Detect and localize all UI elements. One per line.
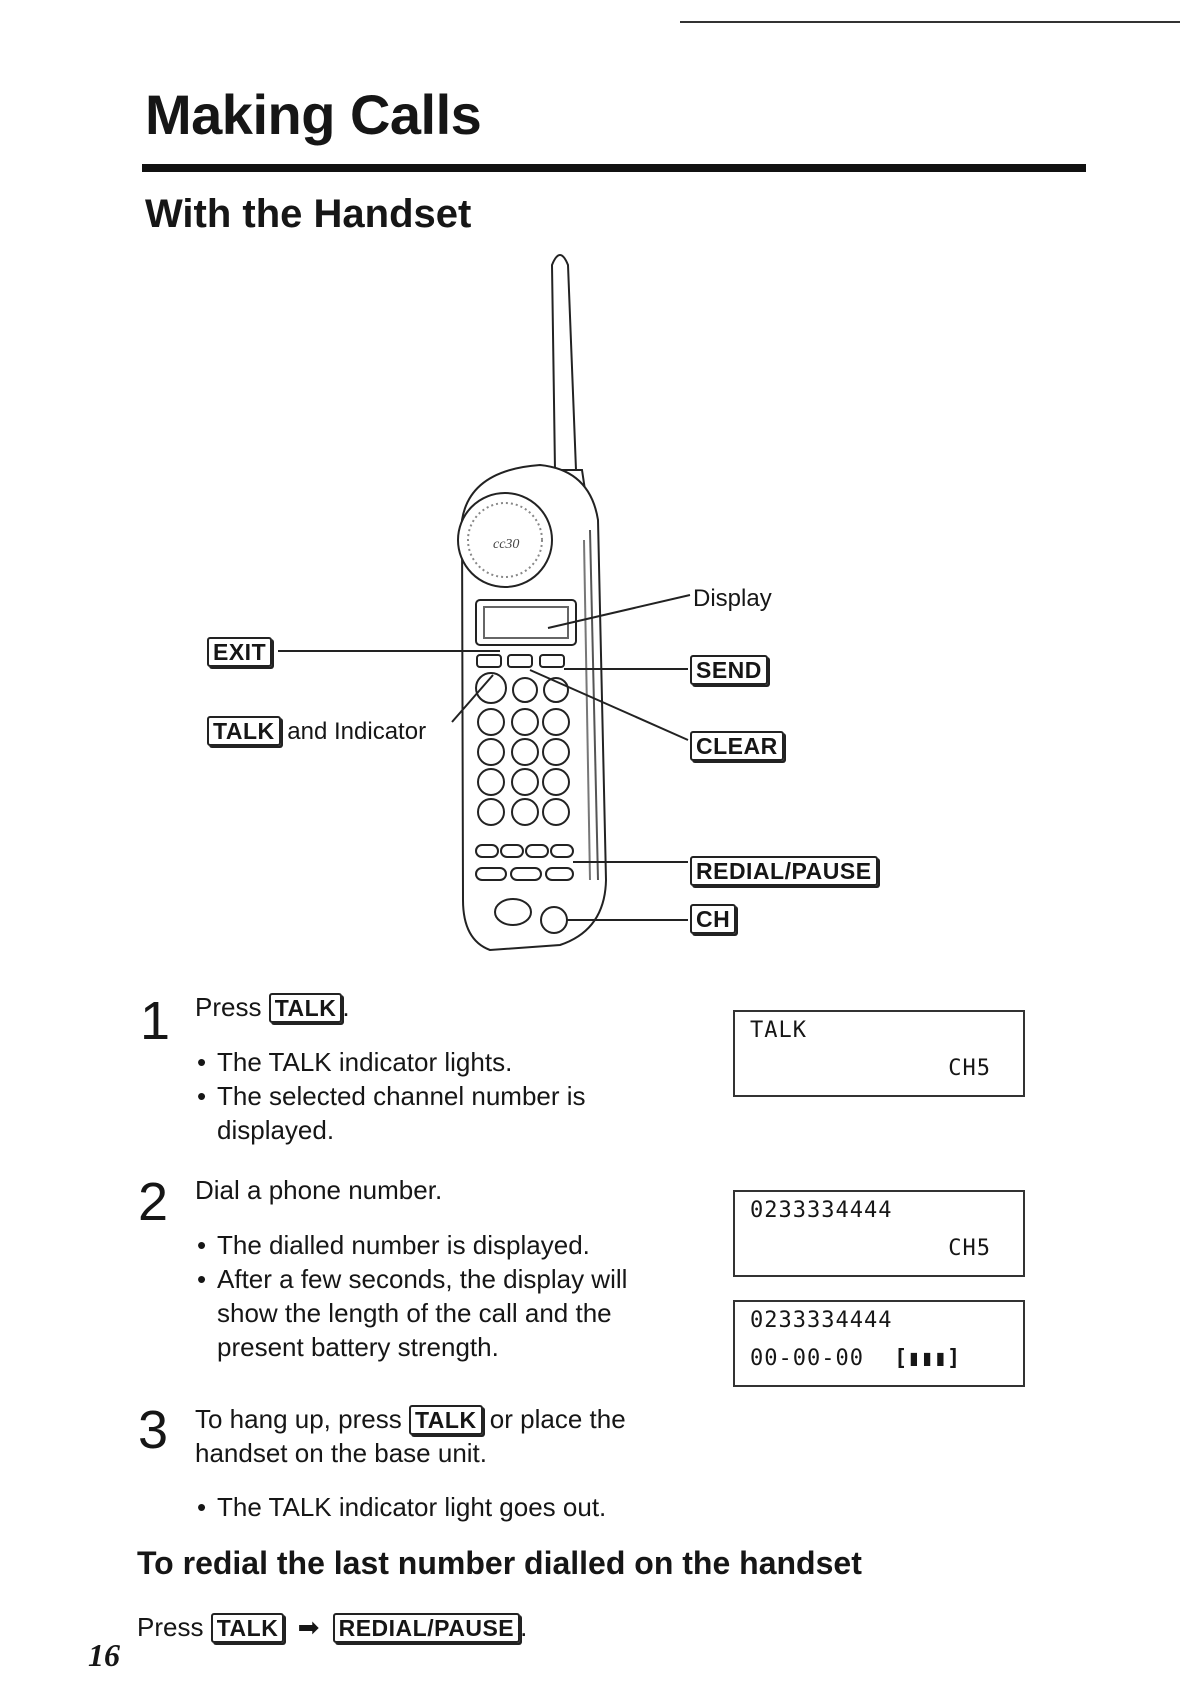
lcd-display-talk: TALK CH5 [733,1010,1025,1097]
step-3-bullets: The TALK indicator light goes out. [197,1490,677,1524]
list-item: The TALK indicator lights. [197,1045,677,1079]
list-item: The TALK indicator light goes out. [197,1490,677,1524]
redial-press: Press [137,1612,204,1642]
step-1-press: Press [195,992,262,1022]
step-2-bullets: The dialled number is displayed. After a… [197,1228,677,1364]
lcd-line-2: 00-00-00 [▮▮▮] [750,1346,960,1371]
talk-key: TALK [408,1405,483,1435]
ch-callout: CH [690,904,737,934]
step-1-text: Press TALK. [195,990,350,1024]
list-item: After a few seconds, the display will sh… [197,1262,677,1364]
title-rule [142,164,1086,172]
step-3-number: 3 [138,1400,169,1460]
lcd-line-1: 0233334444 [750,1308,893,1333]
send-key: SEND [690,655,768,685]
display-label: Display [693,585,772,612]
talk-key: TALK [268,993,343,1023]
talk-key: TALK [207,716,281,746]
lcd-line-1: TALK [750,1018,807,1043]
step-3-text: To hang up, press TALK or place the hand… [195,1402,695,1470]
redial-period: . [520,1612,528,1642]
page-title: Making Calls [145,83,482,146]
handset-illustration: cc30 [278,254,691,952]
step-1-bullets: The TALK indicator lights. The selected … [197,1045,677,1147]
step-1-period: . [342,992,350,1022]
step-2-number: 2 [138,1172,169,1232]
send-callout: SEND [690,655,768,685]
clear-callout: CLEAR [690,731,784,761]
list-item: The selected channel number is displayed… [197,1079,677,1147]
talk-key: TALK [210,1613,285,1643]
lcd-line-2: CH5 [948,1056,991,1081]
list-item: The dialled number is displayed. [197,1228,677,1262]
redial-key: REDIAL/PAUSE [332,1613,521,1643]
call-timer: 00-00-00 [750,1346,864,1371]
arrow-right-icon: ➡ [297,1612,320,1642]
exit-key: EXIT [207,637,273,667]
step-3-tail: or place the handset on the base unit. [195,1404,626,1468]
redial-heading: To redial the last number dialled on the… [137,1545,862,1581]
redial-key: REDIAL/PAUSE [690,856,878,886]
ch-key: CH [690,904,737,934]
step-2-text: Dial a phone number. [195,1175,443,1205]
section-subtitle: With the Handset [145,192,472,236]
exit-callout: EXIT [207,637,273,667]
clear-key: CLEAR [690,731,784,761]
battery-icon: [▮▮▮] [893,1346,961,1371]
lcd-line-1: 0233334444 [750,1198,893,1223]
step-1-number: 1 [140,991,171,1051]
redial-instruction: Press TALK ➡ REDIAL/PAUSE. [137,1610,527,1644]
top-rule [680,21,1180,23]
lcd-display-number: 0233334444 CH5 [733,1190,1025,1277]
lcd-display-timer: 0233334444 00-00-00 [▮▮▮] [733,1300,1025,1387]
step-3-lead: To hang up, press [195,1404,402,1434]
page-number: 16 [88,1637,120,1673]
lcd-line-2: CH5 [948,1236,991,1261]
redial-callout: REDIAL/PAUSE [690,856,878,886]
talk-callout-text: and Indicator [287,718,427,745]
talk-callout: TALK and Indicator [207,716,426,746]
svg-text:cc30: cc30 [493,537,519,552]
